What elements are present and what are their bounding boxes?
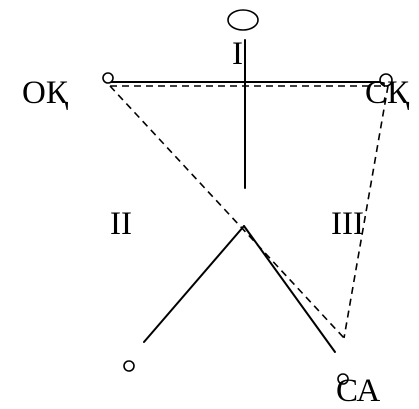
left-leg bbox=[143, 225, 245, 343]
node-right-top bbox=[379, 73, 393, 87]
right-leg bbox=[243, 225, 336, 353]
node-left-top bbox=[102, 72, 114, 84]
label-top-roman: I bbox=[232, 36, 243, 72]
label-bottom-abbrev: СА bbox=[336, 373, 380, 409]
dashed-line-right bbox=[343, 85, 389, 339]
label-left-abbrev: OҚ bbox=[22, 75, 69, 111]
dashed-line-left-diagonal bbox=[109, 85, 345, 339]
top-ellipse bbox=[227, 9, 259, 31]
node-bottom-left bbox=[123, 360, 135, 372]
label-right-abbrev: СҚ bbox=[365, 75, 410, 111]
node-bottom-right bbox=[337, 373, 349, 385]
label-left-roman: II bbox=[110, 206, 132, 242]
label-right-roman: III bbox=[331, 206, 364, 242]
